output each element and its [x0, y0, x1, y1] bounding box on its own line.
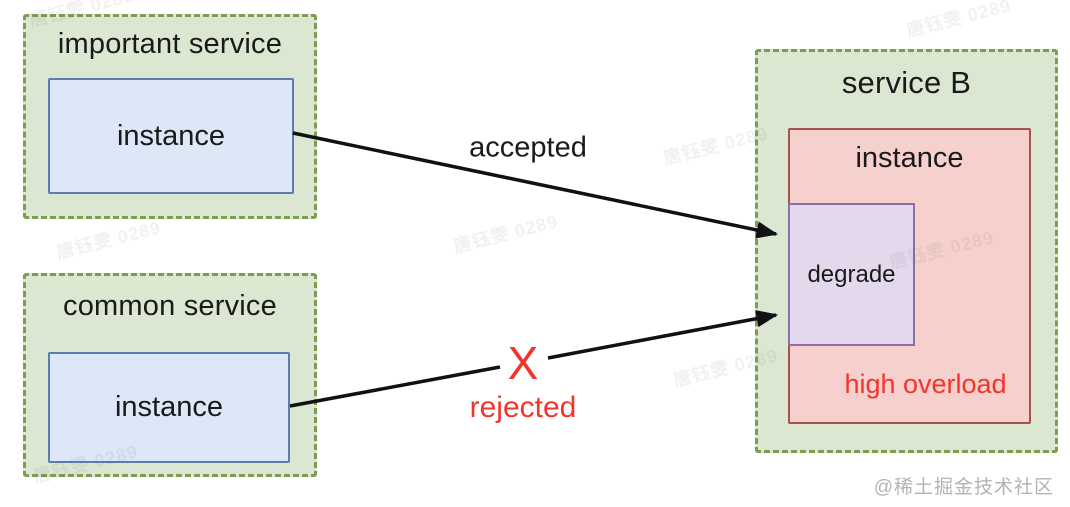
community-credit-watermark: @稀土掘金技术社区	[873, 477, 1054, 498]
degrade-box: degrade	[788, 203, 915, 346]
watermark-tile: 唐钰雯 0289	[54, 217, 164, 263]
accepted-label: accepted	[469, 131, 587, 164]
degrade-label: degrade	[807, 260, 896, 288]
service-b-title: service B	[841, 65, 972, 100]
rejected-arrow-tail	[289, 365, 501, 408]
important-service-instance-box: instance	[48, 78, 294, 194]
overloaded-instance-label: instance	[855, 142, 964, 174]
overloaded-instance-box: instance degrade high overload	[788, 128, 1031, 424]
watermark-tile: 唐钰雯 0289	[451, 211, 561, 257]
rejected-label: rejected	[469, 391, 577, 424]
instance-label: instance	[114, 391, 223, 423]
instance-label: instance	[116, 119, 225, 152]
watermark-tile: 唐钰雯 0289	[904, 0, 1014, 41]
important-service-title: important service	[57, 28, 283, 60]
reject-x-mark: X	[507, 337, 539, 389]
common-service-title: common service	[63, 290, 277, 322]
rejected-arrow-head	[547, 310, 779, 360]
common-service-instance-box: instance	[48, 352, 290, 463]
important-service-box: important service instance	[23, 14, 317, 219]
common-service-box: common service instance	[23, 273, 317, 477]
service-b-box: service B instance degrade high overload	[755, 49, 1058, 453]
high-overload-label: high overload	[844, 369, 1007, 399]
